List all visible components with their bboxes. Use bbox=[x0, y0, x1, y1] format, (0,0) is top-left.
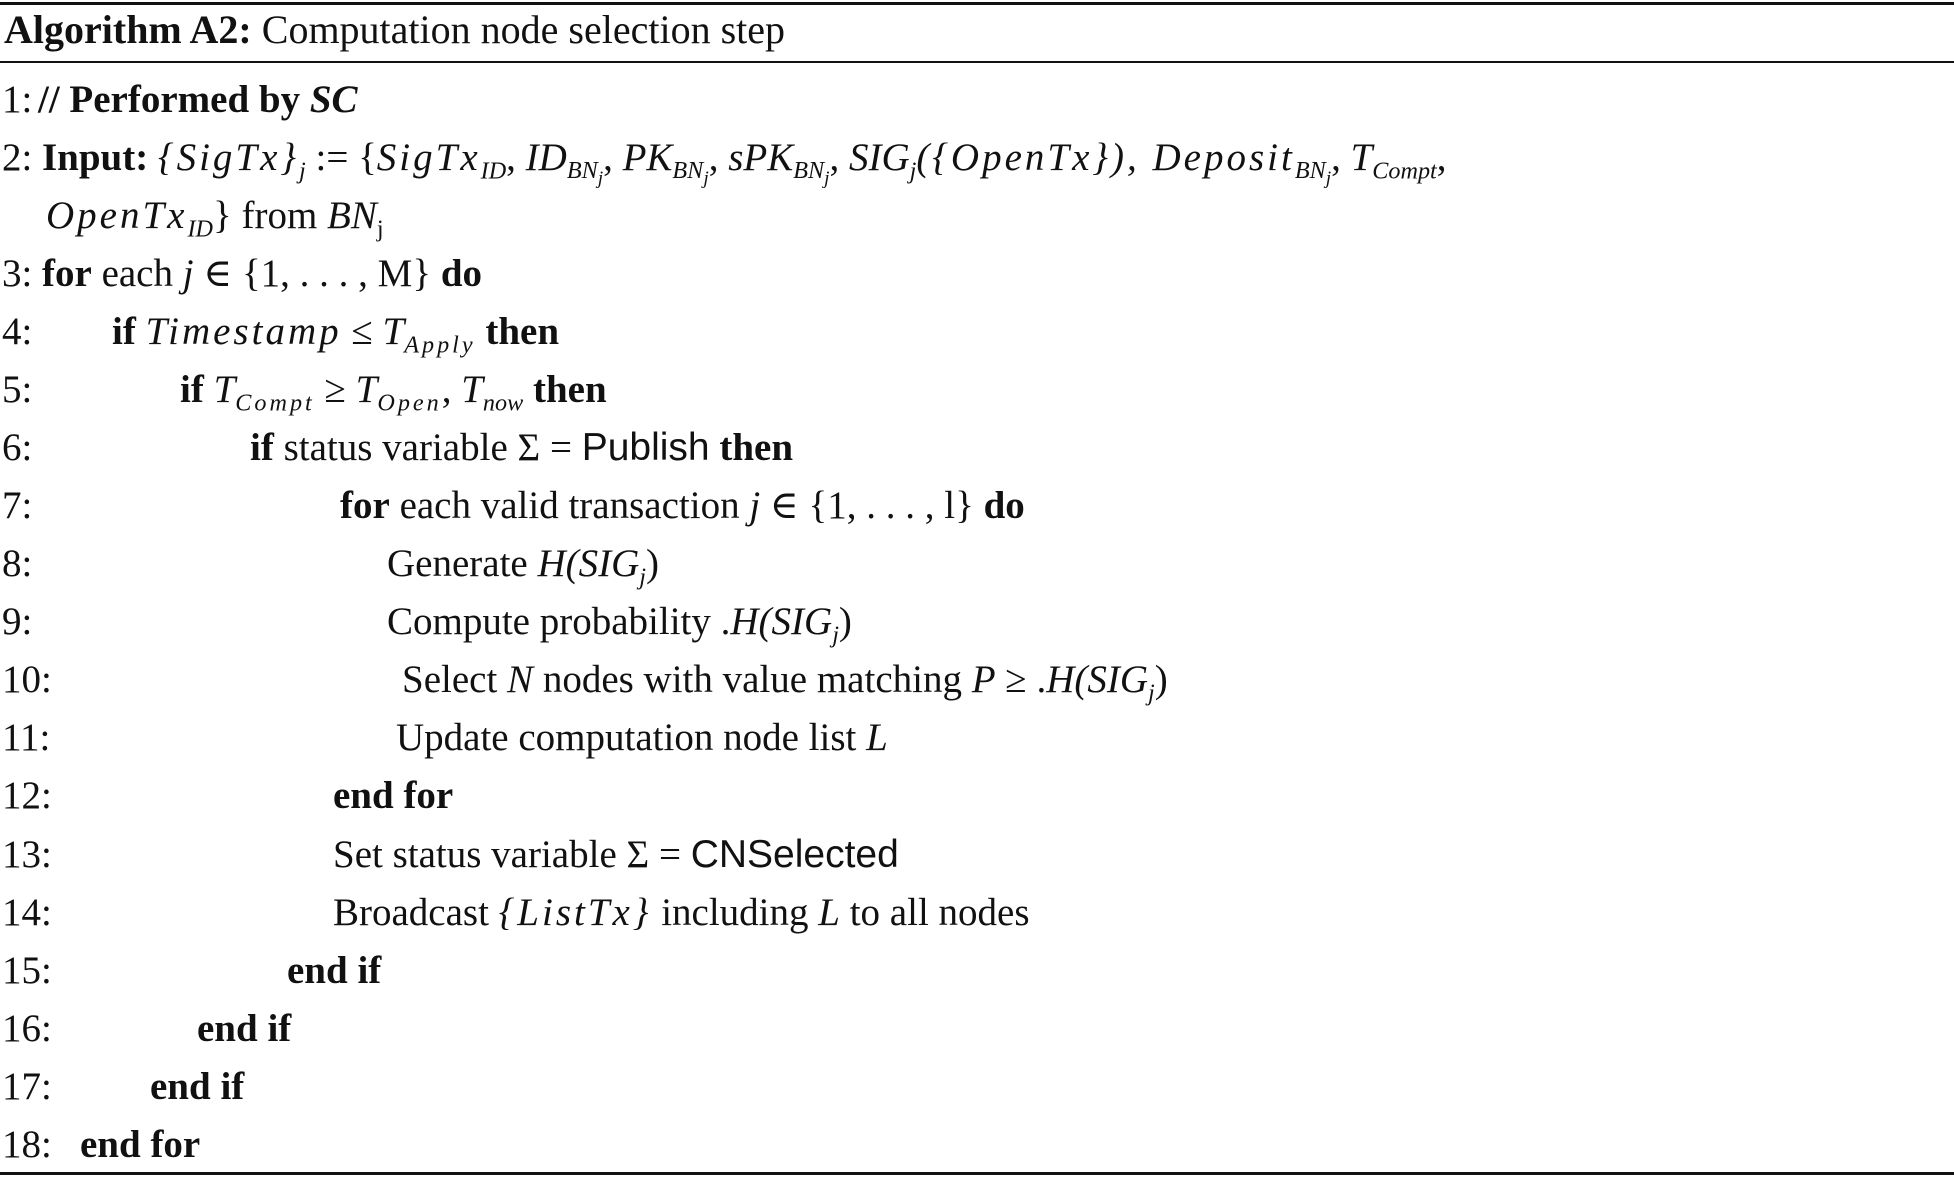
line-2-continued: OpenTxID} from BNj bbox=[46, 194, 384, 243]
line-number: 11: bbox=[2, 716, 51, 759]
line-number: 4: bbox=[2, 310, 33, 353]
line-15: end if bbox=[287, 949, 382, 992]
line-number: 2: bbox=[2, 136, 33, 179]
line-number: 12: bbox=[2, 774, 52, 817]
line-8: Generate H(SIGj) bbox=[387, 542, 660, 591]
line-number: 8: bbox=[2, 542, 33, 585]
line-14: Broadcast {ListTx} including L to all no… bbox=[333, 891, 1030, 934]
line-6: if status variable Σ = Publish then bbox=[250, 426, 794, 469]
input-keyword: Input: bbox=[42, 136, 149, 179]
line-number: 9: bbox=[2, 600, 33, 643]
line-number: 18: bbox=[2, 1123, 52, 1166]
algorithm-title: Algorithm A2: Computation node selection… bbox=[4, 4, 785, 56]
line-number: 17: bbox=[2, 1065, 52, 1108]
smart-contract-symbol: SC bbox=[309, 78, 358, 121]
line-number: 13: bbox=[2, 833, 52, 876]
line-number: 3: bbox=[2, 252, 33, 295]
line-4: if Timestamp ≤ TApply then bbox=[112, 310, 560, 359]
line-12: end for bbox=[333, 774, 454, 817]
line-number: 15: bbox=[2, 949, 52, 992]
line-number: 6: bbox=[2, 426, 33, 469]
line-number: 16: bbox=[2, 1007, 52, 1050]
bottom-rule bbox=[0, 1172, 1954, 1175]
line-number: 7: bbox=[2, 484, 33, 527]
line-9: Compute probability .H(SIGj) bbox=[387, 600, 852, 649]
top-rule bbox=[0, 2, 1954, 5]
line-7: for each valid transaction j ∈ {1, . . .… bbox=[340, 484, 1025, 527]
line-16: end if bbox=[197, 1007, 292, 1050]
algorithm-name: Computation node selection step bbox=[261, 7, 786, 52]
line-5: if TCompt ≥ TOpen, Tnow then bbox=[180, 368, 607, 417]
line-2: Input: {SigTx}j := {SigTxID, IDBNj, PKBN… bbox=[42, 136, 1447, 190]
line-number: 10: bbox=[2, 658, 52, 701]
line-3: for each j ∈ {1, . . . , M} do bbox=[42, 252, 483, 295]
line-10: Select N nodes with value matching P ≥ .… bbox=[402, 658, 1168, 707]
line-number: 1: bbox=[2, 78, 33, 121]
line-18: end for bbox=[80, 1123, 201, 1166]
line-17: end if bbox=[150, 1065, 245, 1108]
algorithm-label: Algorithm A2: bbox=[4, 7, 252, 52]
line-number: 14: bbox=[2, 891, 52, 934]
comment-keyword: // Performed by bbox=[38, 78, 301, 121]
line-11: Update computation node list L bbox=[396, 716, 888, 759]
header-rule bbox=[0, 61, 1954, 63]
line-number: 5: bbox=[2, 368, 33, 411]
line-13: Set status variable Σ = CNSelected bbox=[333, 833, 899, 876]
line-1: // Performed by SC bbox=[38, 75, 358, 125]
